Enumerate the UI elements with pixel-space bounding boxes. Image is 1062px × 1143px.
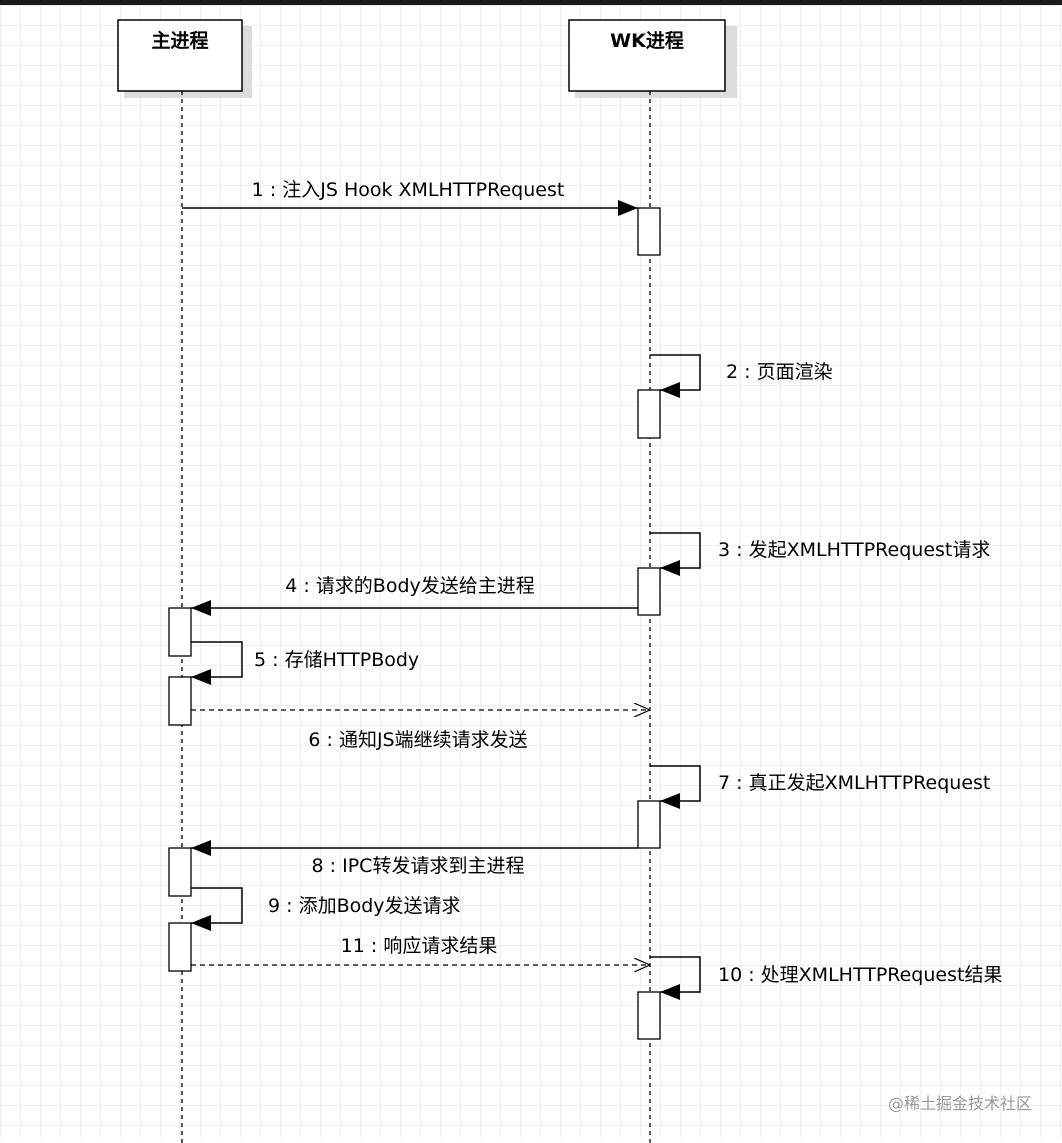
message-7-label: 7 : 真正发起XMLHTTPRequest	[718, 772, 990, 794]
message-6-label: 6 : 通知JS端继续请求发送	[308, 729, 527, 751]
activation-wk-4	[637, 800, 661, 849]
message-4-label: 4 : 请求的Body发送给主进程	[285, 575, 535, 597]
activation-wk-5	[637, 991, 661, 1040]
message-3: 3 : 发起XMLHTTPRequest请求	[650, 532, 990, 576]
message-10: 10 : 处理XMLHTTPRequest结果	[650, 956, 1002, 1000]
actor-main-box	[117, 19, 243, 92]
message-3-label: 3 : 发起XMLHTTPRequest请求	[718, 539, 990, 561]
message-8-label: 8 : IPC转发请求到主进程	[312, 855, 525, 877]
actor-wk-box	[568, 19, 726, 92]
watermark: @稀土掘金技术社区	[888, 1094, 1032, 1113]
message-5-label: 5 : 存储HTTPBody	[254, 649, 419, 671]
message-9: 9 : 添加Body发送请求	[191, 887, 461, 931]
activation-wk-1	[637, 207, 661, 256]
message-9-label: 9 : 添加Body发送请求	[268, 895, 461, 917]
message-2-arrow	[650, 354, 701, 398]
activation-main-4	[168, 922, 192, 972]
diagram-canvas: 主进程 WK进程 1 : 注入JS Hook XMLHTTPRequest	[0, 5, 1062, 1143]
message-1: 1 : 注入JS Hook XMLHTTPRequest	[182, 179, 638, 216]
actor-wk-label: WK进程	[610, 30, 684, 52]
activation-main-3	[168, 847, 192, 897]
actor-wk-process: WK进程	[568, 19, 737, 98]
message-5-arrow	[191, 641, 243, 685]
actor-main-label: 主进程	[151, 30, 208, 52]
message-5: 5 : 存储HTTPBody	[191, 641, 419, 685]
message-4: 4 : 请求的Body发送给主进程	[191, 575, 638, 616]
message-2: 2 : 页面渲染	[650, 354, 833, 398]
activation-main-2	[168, 676, 192, 726]
message-2-label: 2 : 页面渲染	[726, 361, 833, 383]
activation-wk-2	[637, 389, 661, 439]
message-10-label: 10 : 处理XMLHTTPRequest结果	[718, 964, 1002, 986]
message-9-arrow	[191, 887, 243, 931]
message-8: 8 : IPC转发请求到主进程	[191, 840, 638, 877]
activation-main-1	[168, 607, 192, 657]
top-bar	[0, 0, 1062, 5]
message-6: 6 : 通知JS端继续请求发送	[191, 710, 650, 751]
message-7: 7 : 真正发起XMLHTTPRequest	[650, 765, 990, 809]
activation-wk-3	[637, 567, 661, 616]
message-1-label: 1 : 注入JS Hook XMLHTTPRequest	[252, 179, 565, 201]
message-11-label: 11 : 响应请求结果	[341, 935, 498, 957]
actor-main-process: 主进程	[117, 19, 252, 98]
message-10-arrow	[650, 956, 701, 1000]
message-7-arrow	[650, 765, 701, 809]
message-11: 11 : 响应请求结果	[191, 935, 650, 965]
sequence-diagram: 主进程 WK进程 1 : 注入JS Hook XMLHTTPRequest	[117, 19, 1032, 1143]
message-3-arrow	[650, 532, 701, 576]
